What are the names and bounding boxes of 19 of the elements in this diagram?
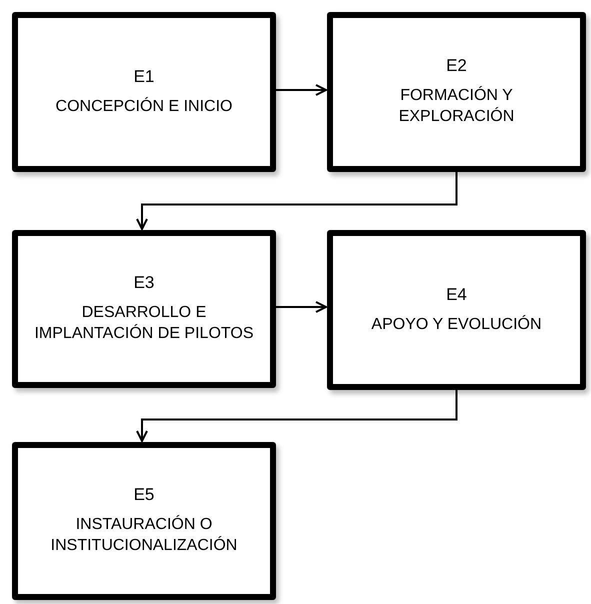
arrow (136, 172, 458, 230)
stage-title: CONCEPCIÓN E INICIO (56, 96, 232, 117)
stage-title: APOYO Y EVOLUCIÓN (371, 314, 542, 335)
arrow (276, 301, 327, 313)
stage-box (12, 442, 276, 600)
stage-box (12, 230, 276, 388)
arrow (136, 390, 458, 442)
stage-box (327, 230, 586, 390)
stage-number: E4 (446, 284, 467, 305)
stage-title: INSTAURACIÓN O INSTITUCIONALIZACIÓN (50, 515, 238, 556)
stage-title: FORMACIÓN Y EXPLORACIÓN (398, 86, 516, 127)
arrow (276, 84, 327, 96)
stage-title: DESARROLLO E IMPLANTACIÓN DE PILOTOS (33, 303, 254, 344)
stage-number: E3 (134, 273, 154, 294)
stage-box (327, 12, 586, 172)
stage-number: E2 (446, 56, 467, 76)
stage-box (12, 12, 276, 172)
stage-number: E1 (134, 66, 154, 87)
stage-number: E5 (134, 485, 154, 506)
